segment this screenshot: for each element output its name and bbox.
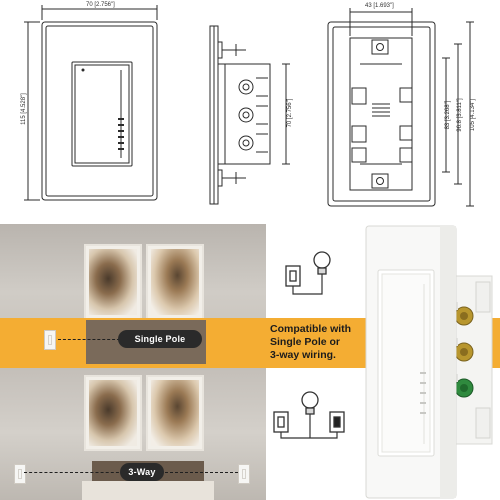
light-bulb-icon (301, 391, 319, 415)
back-dim-a-label: 83 [3.268"] (445, 100, 451, 130)
wiring-line-icon (24, 472, 124, 473)
three-way-wiring-diagram (273, 391, 345, 439)
front-width-label: 70 [2.756"] (86, 2, 115, 8)
back-width-label: 43 [1.693"] (365, 3, 394, 9)
technical-drawings (24, 5, 474, 207)
artwork-right (146, 244, 204, 320)
artwork-left (84, 375, 142, 451)
bed (82, 481, 214, 500)
wall-switch-icon (14, 464, 26, 484)
wall-switch-icon (44, 330, 56, 350)
room-three-way (0, 365, 266, 500)
wall-switch-icon (329, 411, 345, 433)
artwork-right (146, 375, 204, 451)
wall-switch-icon (238, 464, 250, 484)
side-depth-label: 70 [2.756"] (287, 98, 293, 128)
light-bulb-icon (313, 251, 331, 275)
wall-switch-icon (273, 411, 289, 433)
back-dim-c-label: 105 [4.134"] (470, 98, 476, 132)
wiring-line-icon (58, 339, 120, 340)
back-dim-b-label: 96.8 [3.811"] (457, 98, 463, 132)
three-way-label: 3-Way (120, 463, 164, 481)
artwork-left (84, 244, 142, 320)
single-pole-label: Single Pole (118, 330, 202, 348)
room-divider (0, 364, 266, 368)
dimmer-switch-product (365, 225, 493, 499)
wall-switch-icon (285, 265, 301, 287)
compatibility-callout: Compatible with Single Pole or 3-way wir… (270, 323, 352, 361)
front-height-label: 115 [4.528"] (21, 93, 27, 125)
single-pole-wiring-diagram (285, 251, 331, 295)
wiring-line-icon (160, 472, 238, 473)
